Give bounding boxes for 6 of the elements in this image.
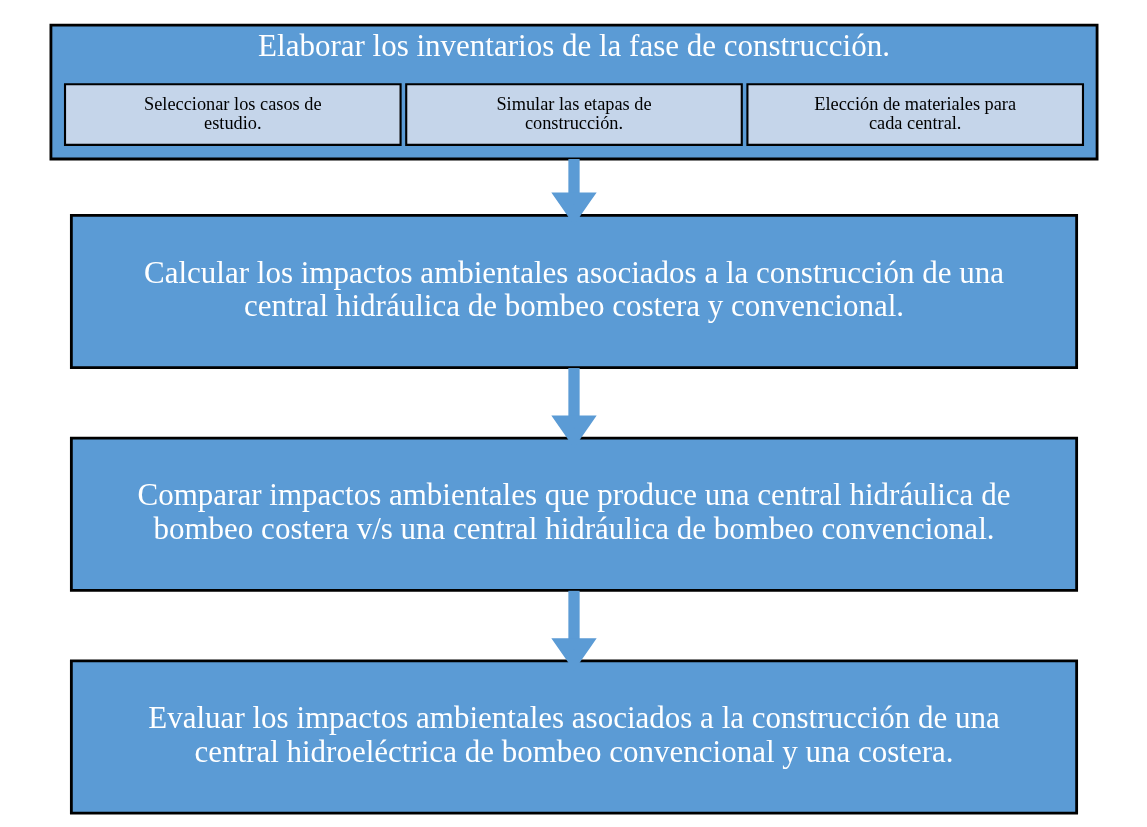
node-box: Comparar impactos ambientales que produce una central hidráulica de bombeo costera v/s una central hidráulica de bombeo convencional.	[69, 436, 1078, 592]
node-box: Seleccionar los casos de estudio.	[63, 83, 402, 146]
node-box: Evaluar los impactos ambientales asociados a la construcción de una central hidroeléctrica de bombeo convencional y una costera.	[69, 659, 1078, 815]
node-box: Elección de materiales para cada central.	[745, 83, 1084, 146]
node-box: Calcular los impactos ambientales asociados a la construcción de una central hidráulica de bombeo costera y convencional.	[69, 214, 1078, 370]
node-box: Simular las etapas de construcción.	[404, 83, 743, 146]
